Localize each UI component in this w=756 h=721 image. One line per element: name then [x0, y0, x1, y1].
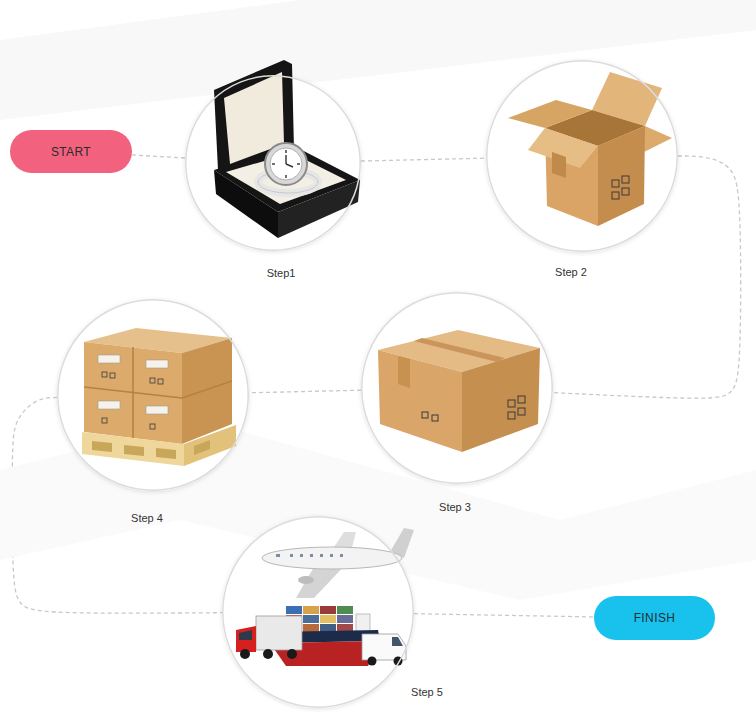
circle-border — [487, 61, 678, 252]
circle-outline — [222, 516, 414, 708]
step-circle: Step 5 — [222, 516, 414, 708]
circle-outline — [185, 75, 361, 251]
step-circle: Step 3 — [361, 292, 553, 484]
step-circle: Step 2 — [486, 60, 678, 252]
dashed-connector — [414, 614, 594, 617]
step-label-group: Step 2 — [555, 266, 587, 278]
step-circle: Step 4 — [57, 299, 249, 491]
step-label: Step1 — [267, 267, 296, 279]
circle-border — [223, 517, 414, 708]
step-label-group: Step1 — [267, 267, 296, 279]
circle-border — [362, 293, 553, 484]
step-label: Step 4 — [131, 512, 163, 524]
circle-border — [58, 300, 249, 491]
circle-grounds — [57, 60, 678, 708]
terminal-label: FINISH — [634, 611, 676, 625]
transport-illustration — [236, 528, 414, 666]
background-shapes — [0, 0, 756, 600]
circle-border — [186, 76, 361, 251]
dashed-connector — [361, 158, 486, 161]
open-carton-illustration — [508, 72, 672, 226]
closed-carton-illustration — [378, 330, 540, 452]
pallet-illustration — [82, 328, 236, 466]
start-terminal: START — [10, 130, 132, 173]
dashed-connector — [132, 155, 185, 158]
circle-outline — [486, 60, 678, 252]
step-label-group: Step 3 — [439, 501, 471, 513]
circle-outline — [57, 299, 249, 491]
step-label-group: Step 4 — [131, 512, 163, 524]
watch-box-illustration — [214, 60, 360, 238]
step-circle: Step1 — [185, 75, 361, 251]
circle-outline — [361, 292, 553, 484]
terminal-label: START — [51, 145, 91, 159]
dashed-connector — [249, 390, 361, 393]
step-label: Step 2 — [555, 266, 587, 278]
step-label: Step 3 — [439, 501, 471, 513]
step-label: Step 5 — [411, 686, 443, 698]
finish-terminal: FINISH — [594, 596, 715, 640]
step-label-group: Step 5 — [411, 686, 443, 698]
